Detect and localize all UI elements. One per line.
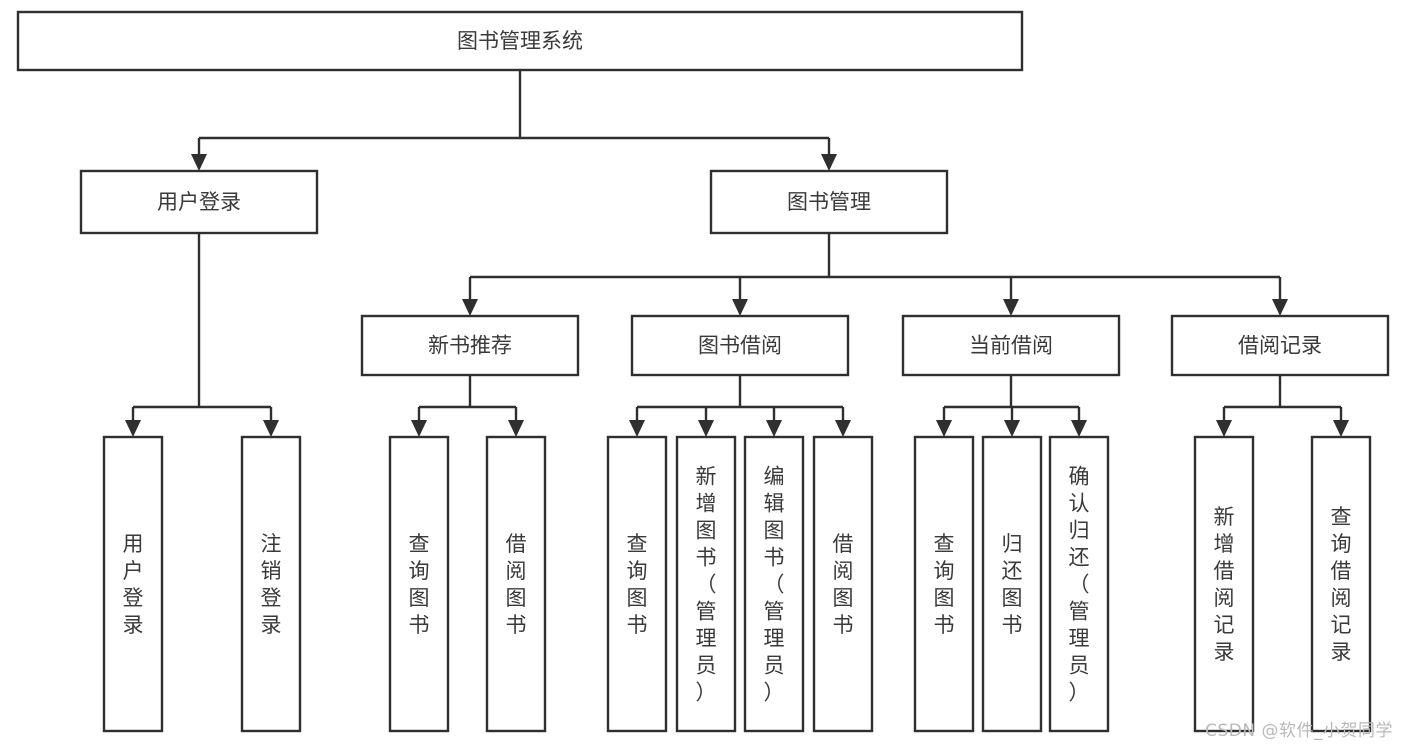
node-bb-query-book[interactable]: 查询图书 xyxy=(606,435,668,733)
node-label-cb-return-book: 归还图书 xyxy=(1002,532,1023,637)
node-br-query-record[interactable]: 查询借阅记录 xyxy=(1310,435,1372,733)
arrow-head-icon-current-borrow-to-cb-confirm-return xyxy=(1071,420,1087,437)
arrow-head-icon-borrow-record-to-br-add-record xyxy=(1216,420,1232,437)
arrow-head-icon-bookmanage-to-borrow-record xyxy=(1272,299,1288,316)
node-root[interactable]: 图书管理系统 xyxy=(16,10,1024,72)
node-label-borrow-record: 借阅记录 xyxy=(1238,334,1322,358)
node-box-cb-return-book[interactable] xyxy=(981,435,1043,733)
node-label-cb-query-book: 查询图书 xyxy=(934,532,955,637)
node-user-login-do[interactable]: 用户登录 xyxy=(102,435,164,733)
node-box-nb-borrow-book[interactable] xyxy=(485,435,547,733)
node-cb-query-book[interactable]: 查询图书 xyxy=(913,435,975,733)
node-book-borrow[interactable]: 图书借阅 xyxy=(630,314,850,377)
node-label-cb-confirm-return: 确认归还（管理员） xyxy=(1069,465,1090,705)
node-label-root: 图书管理系统 xyxy=(457,29,583,53)
arrow-head-icon-user-login-to-user-logout xyxy=(263,420,279,437)
node-borrow-record[interactable]: 借阅记录 xyxy=(1170,314,1390,377)
node-label-bb-query-book: 查询图书 xyxy=(627,532,648,637)
node-user-logout[interactable]: 注销登录 xyxy=(240,435,302,733)
node-box-nb-query-book[interactable] xyxy=(388,435,450,733)
arrow-head-icon-bookmanage-to-current-borrow xyxy=(1003,299,1019,316)
node-user-login[interactable]: 用户登录 xyxy=(79,169,319,235)
arrow-head-icon-root-to-book-manage xyxy=(821,154,837,171)
arrow-head-icon-bookmanage-to-new-book-recommend xyxy=(462,299,478,316)
arrow-head-icon-book-borrow-to-bb-borrow-book xyxy=(835,420,851,437)
node-label-nb-borrow-book: 借阅图书 xyxy=(506,532,527,637)
arrow-head-icon-new-book-recommend-to-nb-query-book xyxy=(411,420,427,437)
node-box-book-manage[interactable] xyxy=(709,169,949,235)
node-label-user-login: 用户登录 xyxy=(157,190,241,214)
node-box-root[interactable] xyxy=(16,10,1024,72)
arrow-head-icon-new-book-recommend-to-nb-borrow-book xyxy=(508,420,524,437)
node-box-new-book-recommend[interactable] xyxy=(360,314,580,377)
node-nb-borrow-book[interactable]: 借阅图书 xyxy=(485,435,547,733)
node-label-nb-query-book: 查询图书 xyxy=(409,532,430,637)
node-label-book-borrow: 图书借阅 xyxy=(698,334,782,358)
arrow-head-icon-borrow-record-to-br-query-record xyxy=(1333,420,1349,437)
node-box-user-logout[interactable] xyxy=(240,435,302,733)
node-label-br-query-record: 查询借阅记录 xyxy=(1331,505,1352,664)
node-label-bb-edit-book: 编辑图书（管理员） xyxy=(764,465,785,705)
node-label-user-login-do: 用户登录 xyxy=(123,532,144,637)
node-box-user-login[interactable] xyxy=(79,169,319,235)
node-label-br-add-record: 新增借阅记录 xyxy=(1214,505,1235,664)
node-box-bb-edit-book[interactable] xyxy=(743,435,805,733)
arrow-head-icon-user-login-to-user-login-do xyxy=(125,420,141,437)
node-label-book-manage: 图书管理 xyxy=(787,190,871,214)
arrow-head-icon-current-borrow-to-cb-query-book xyxy=(936,420,952,437)
node-current-borrow[interactable]: 当前借阅 xyxy=(901,314,1121,377)
node-box-current-borrow[interactable] xyxy=(901,314,1121,377)
node-box-bb-add-book[interactable] xyxy=(675,435,737,733)
node-label-current-borrow: 当前借阅 xyxy=(969,334,1053,358)
node-box-br-add-record[interactable] xyxy=(1193,435,1255,733)
node-br-add-record[interactable]: 新增借阅记录 xyxy=(1193,435,1255,733)
node-label-new-book-recommend: 新书推荐 xyxy=(428,334,512,358)
arrow-head-icon-book-borrow-to-bb-query-book xyxy=(629,420,645,437)
node-cb-confirm-return[interactable]: 确认归还（管理员） xyxy=(1048,435,1110,733)
node-label-bb-add-book: 新增图书（管理员） xyxy=(696,465,717,705)
arrow-head-icon-current-borrow-to-cb-return-book xyxy=(1004,420,1020,437)
node-bb-borrow-book[interactable]: 借阅图书 xyxy=(812,435,874,733)
node-box-cb-confirm-return[interactable] xyxy=(1048,435,1110,733)
node-nb-query-book[interactable]: 查询图书 xyxy=(388,435,450,733)
arrow-head-icon-bookmanage-to-book-borrow xyxy=(732,299,748,316)
node-cb-return-book[interactable]: 归还图书 xyxy=(981,435,1043,733)
node-box-br-query-record[interactable] xyxy=(1310,435,1372,733)
node-bb-edit-book[interactable]: 编辑图书（管理员） xyxy=(743,435,805,733)
arrow-head-icon-book-borrow-to-bb-add-book xyxy=(698,420,714,437)
node-box-borrow-record[interactable] xyxy=(1170,314,1390,377)
node-label-bb-borrow-book: 借阅图书 xyxy=(833,532,854,637)
node-book-manage[interactable]: 图书管理 xyxy=(709,169,949,235)
node-box-book-borrow[interactable] xyxy=(630,314,850,377)
node-box-bb-query-book[interactable] xyxy=(606,435,668,733)
node-bb-add-book[interactable]: 新增图书（管理员） xyxy=(675,435,737,733)
node-box-user-login-do[interactable] xyxy=(102,435,164,733)
node-label-user-logout: 注销登录 xyxy=(261,532,282,637)
csdn-watermark: CSDN @软件_小贺同学 xyxy=(1205,721,1393,741)
node-box-cb-query-book[interactable] xyxy=(913,435,975,733)
node-new-book-recommend[interactable]: 新书推荐 xyxy=(360,314,580,377)
node-box-bb-borrow-book[interactable] xyxy=(812,435,874,733)
arrow-head-icon-root-to-user-login xyxy=(191,154,207,171)
arrow-head-icon-book-borrow-to-bb-edit-book xyxy=(766,420,782,437)
